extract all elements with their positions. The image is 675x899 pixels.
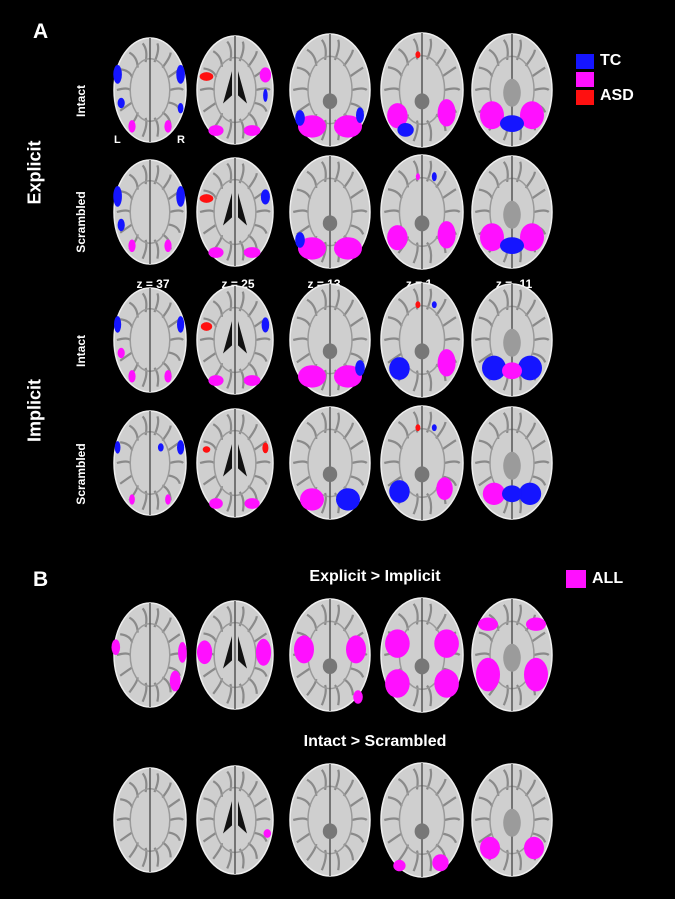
legend-label-asd: ASD: [600, 87, 634, 104]
contrast-title-explicit-implicit: Explicit > Implicit: [309, 568, 441, 585]
brain-slice: [289, 763, 371, 877]
brain-slice: [196, 765, 274, 875]
brain-slice: [289, 406, 371, 520]
legend-swatch-overlap: [576, 72, 594, 87]
row-label-explicit-scrambled: Scrambled: [74, 191, 88, 253]
panel-b-letter: B: [33, 568, 49, 591]
brain-slice: [380, 597, 464, 713]
brain-slice: [471, 598, 553, 712]
brain-slice: [196, 600, 274, 710]
brain-slice: [380, 762, 464, 878]
brain-slice: [289, 33, 371, 147]
brain-slice: [196, 35, 274, 145]
legend-swatch-all: [566, 570, 586, 588]
legend-label-all: ALL: [592, 570, 624, 587]
brain-slice: [380, 405, 464, 521]
brain-slice: [289, 283, 371, 397]
brain-slice: [380, 282, 464, 398]
brain-slice: [380, 32, 464, 148]
panel-a-letter: A: [33, 20, 49, 43]
brain-slice: [471, 33, 553, 147]
right-hemisphere-label: R: [177, 134, 185, 146]
row-label-explicit-intact: Intact: [74, 85, 88, 118]
left-hemisphere-label: L: [114, 134, 121, 146]
brain-slice: [471, 155, 553, 269]
brain-slice: [111, 602, 187, 708]
brain-slice: [471, 763, 553, 877]
brain-slice: [471, 406, 553, 520]
brain-slice: [196, 285, 274, 395]
brain-slice: [380, 154, 464, 270]
brain-slice: [196, 157, 274, 267]
slice-label-z37: z = 37: [136, 277, 170, 291]
group-label-explicit: Explicit: [24, 140, 45, 205]
brain-slice: [113, 37, 187, 143]
row-label-implicit-scrambled: Scrambled: [74, 443, 88, 505]
legend-swatch-tc: [576, 54, 594, 69]
brain-slice: [289, 598, 371, 712]
contrast-title-intact-scrambled: Intact > Scrambled: [303, 733, 447, 750]
brain-slice: [113, 159, 187, 265]
brain-slice: [113, 410, 187, 516]
brain-slice: [471, 283, 553, 397]
legend-label-tc: TC: [600, 52, 622, 69]
legend-swatch-asd: [576, 90, 594, 105]
row-label-implicit-intact: Intact: [74, 335, 88, 368]
brain-slice: [196, 408, 274, 518]
brain-slice: [113, 767, 187, 873]
brain-slice: [289, 155, 371, 269]
brain-slice: [113, 287, 187, 393]
group-label-implicit: Implicit: [24, 379, 45, 443]
